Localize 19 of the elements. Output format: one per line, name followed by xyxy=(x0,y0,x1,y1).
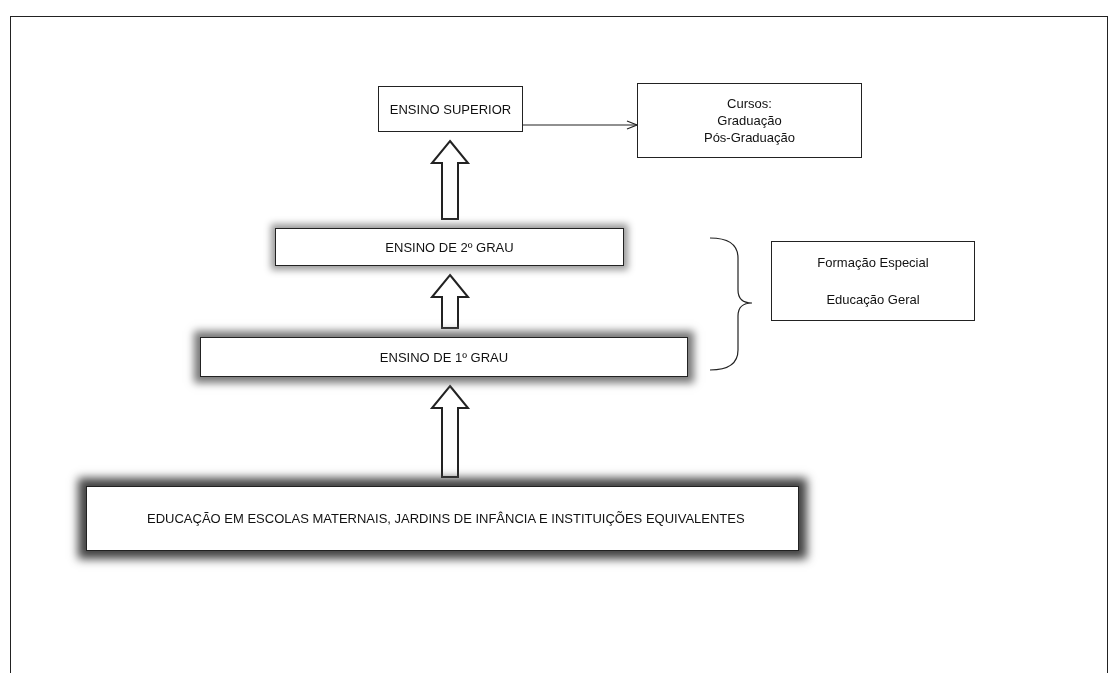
block-arrow xyxy=(429,273,471,329)
level-box xyxy=(86,486,799,551)
heading-text: Cursos: xyxy=(727,95,772,112)
node-text: ENSINO DE 2º GRAU xyxy=(385,239,514,255)
block-arrow xyxy=(429,384,471,478)
info-box xyxy=(637,83,862,158)
arrow xyxy=(522,120,638,130)
node-text: EDUCAÇÃO EM ESCOLAS MATERNAIS, JARDINS DE INFÂNCIA E INSTITUIÇÕES EQUIVALENTES xyxy=(147,511,745,526)
node-text: ENSINO SUPERIOR xyxy=(389,101,512,117)
level-box xyxy=(275,228,624,266)
level-box xyxy=(200,337,688,377)
info-box xyxy=(771,241,975,321)
node-text: Formação Especial xyxy=(817,255,929,270)
level-box xyxy=(378,86,523,132)
node-text: Graduação xyxy=(717,112,782,129)
node-text: Educação Geral xyxy=(826,292,920,307)
node-text: ENSINO DE 1º GRAU xyxy=(379,349,509,365)
node-text: Pós-Graduação xyxy=(703,129,796,146)
block-arrow xyxy=(429,139,471,220)
